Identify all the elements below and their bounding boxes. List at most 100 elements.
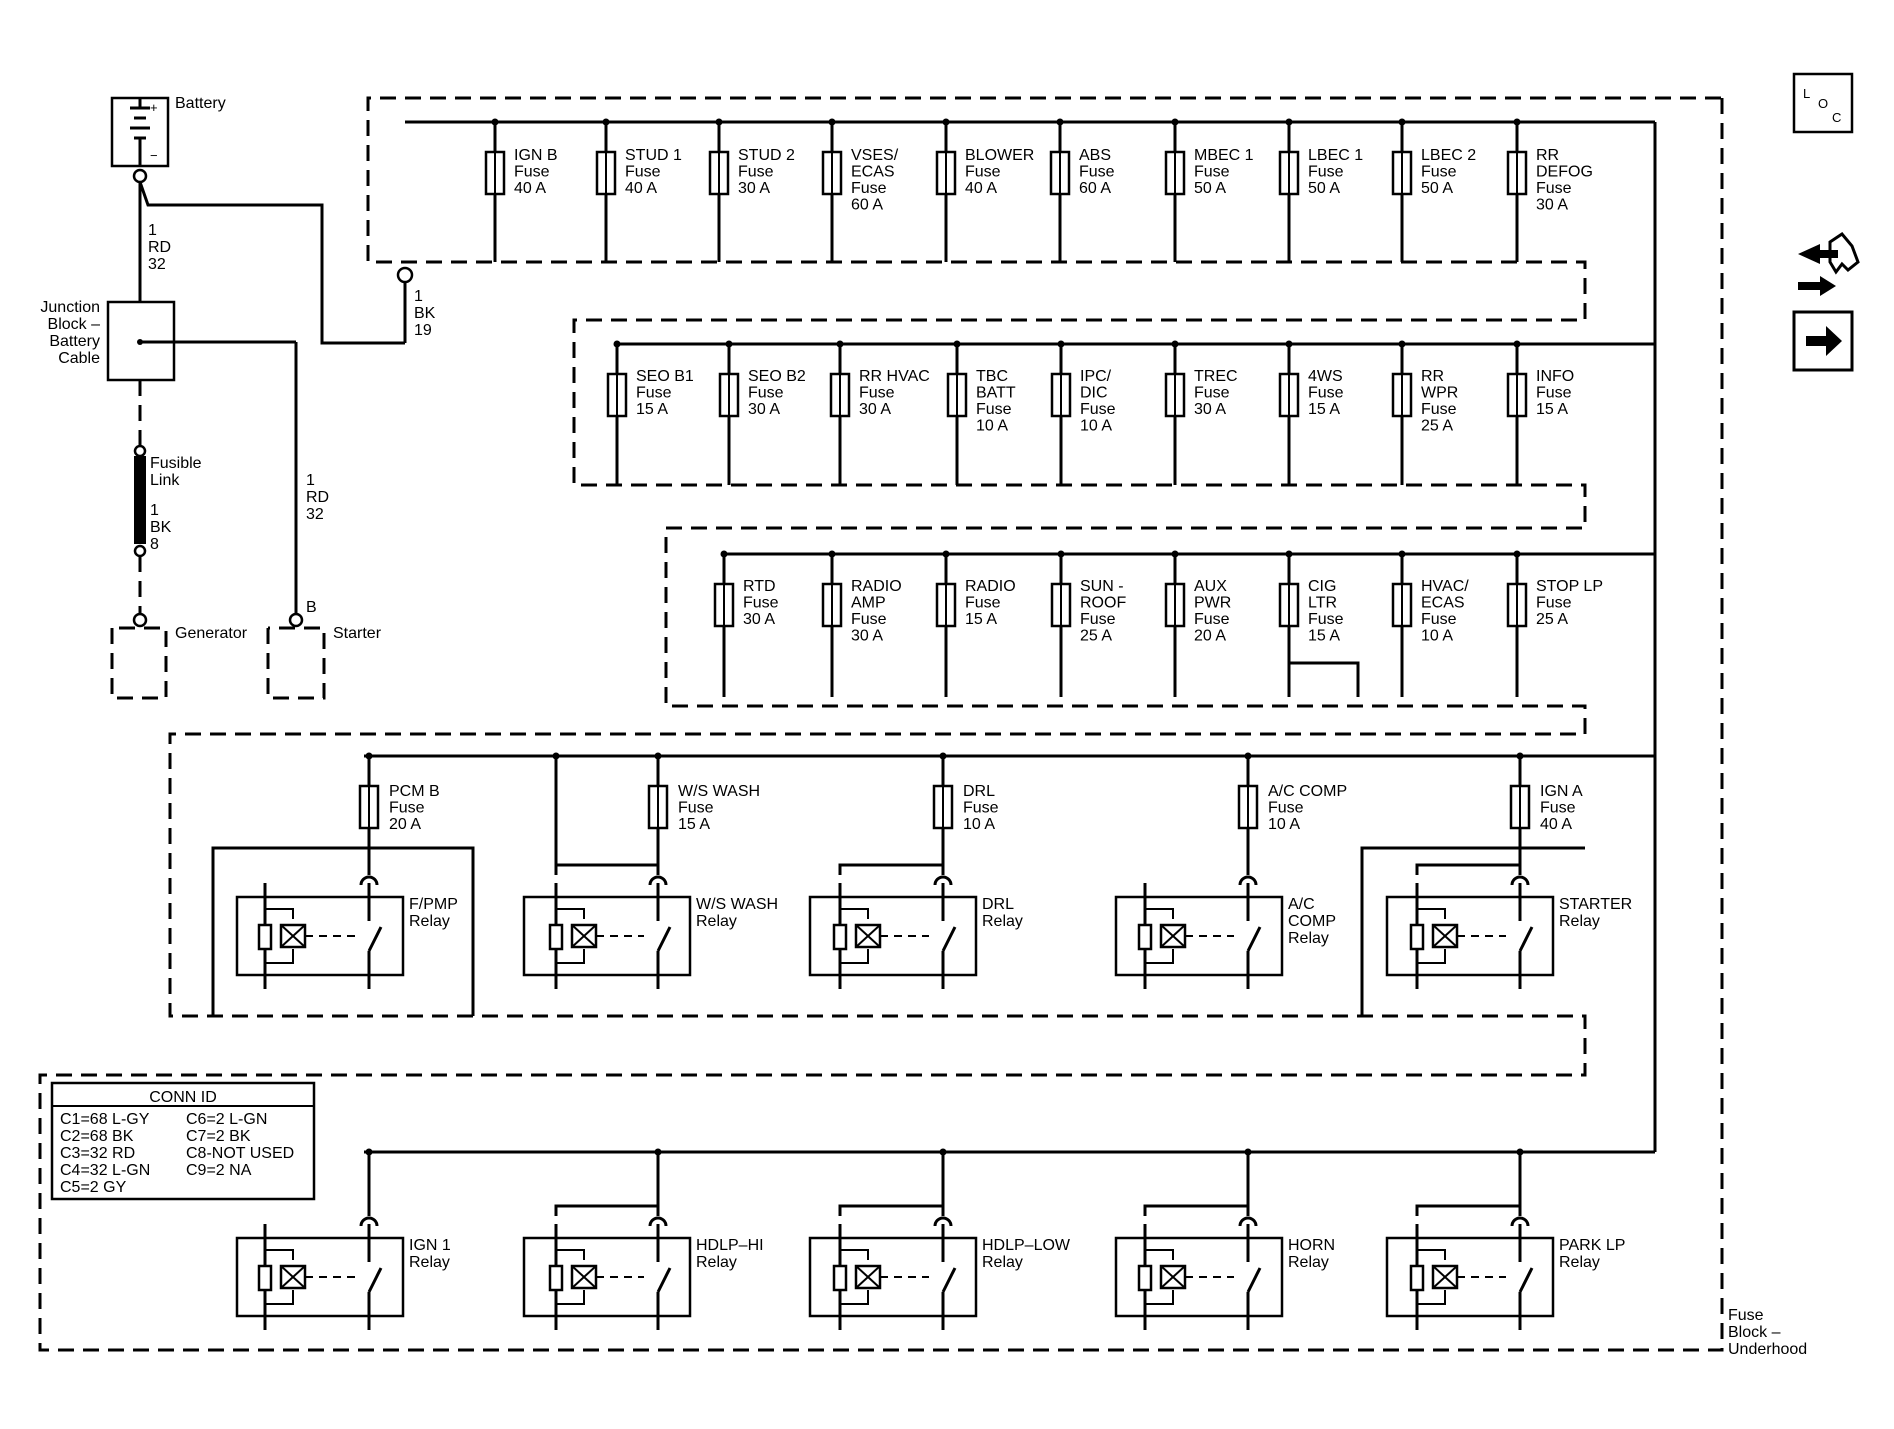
relay-fuse-label: 10 A [1268, 816, 1300, 833]
fuse-label: 60 A [851, 197, 883, 214]
fuse-label: Fuse [1308, 164, 1344, 181]
fuse-label: Fuse [1536, 180, 1572, 197]
battery-label: Battery [175, 95, 226, 112]
svg-text:C: C [1832, 110, 1841, 125]
fuse-label: Fuse [625, 164, 661, 181]
relay-label: STARTER [1559, 896, 1632, 913]
fuse-label: BATT [976, 385, 1016, 402]
tools-icon[interactable] [1798, 232, 1860, 296]
fuse-label: 25 A [1080, 628, 1112, 645]
fuse-label: Fuse [851, 180, 887, 197]
relay-label: DRL [982, 896, 1014, 913]
relay-label: F/PMP [409, 896, 458, 913]
svg-text:C7=2 BK: C7=2 BK [186, 1128, 251, 1145]
fuse-label: Fuse [1308, 611, 1344, 628]
svg-text:C6=2 L-GN: C6=2 L-GN [186, 1111, 267, 1128]
generator-connector [110, 626, 168, 700]
fuse-label: WPR [1421, 385, 1458, 402]
fuse-label: Fuse [1080, 611, 1116, 628]
starter-label: Starter [333, 625, 382, 642]
fuse-label: Fuse [1536, 385, 1572, 402]
svg-text:RD: RD [148, 239, 171, 256]
arrow-right-icon[interactable] [1792, 310, 1854, 372]
fuse-label: 60 A [1079, 180, 1111, 197]
fuse-label: 30 A [738, 180, 770, 197]
relay-fuse-label: Fuse [963, 800, 999, 817]
relay-label: HDLP–HI [696, 1237, 764, 1254]
fuse-label: 25 A [1536, 611, 1568, 628]
fuse-label: 20 A [1194, 628, 1226, 645]
relay-label: Relay [409, 1254, 450, 1271]
relay-fuse-label: 40 A [1540, 816, 1572, 833]
fuse-label: Fuse [636, 385, 672, 402]
generator-label: Generator [175, 625, 248, 642]
svg-text:Fusible: Fusible [150, 455, 202, 472]
relay-fuse-label: IGN A [1540, 783, 1583, 800]
starter-connector [266, 626, 326, 700]
svg-text:Junction: Junction [40, 299, 100, 316]
fuse-label: 10 A [1421, 628, 1453, 645]
svg-text:19: 19 [414, 322, 432, 339]
svg-text:Cable: Cable [58, 350, 100, 367]
fuse-label: ABS [1079, 147, 1111, 164]
svg-text:Fuse: Fuse [1728, 1307, 1764, 1324]
fuse-label: RR [1421, 368, 1444, 385]
svg-text:Link: Link [150, 472, 180, 489]
fuse-label: TBC [976, 368, 1008, 385]
fuse-label: LBEC 2 [1421, 147, 1476, 164]
battery-area: + − Battery 1 RD 32 Junction Block – Bat… [40, 95, 436, 700]
fuse-label: RTD [743, 578, 776, 595]
fuse-label: IPC/ [1080, 368, 1112, 385]
fuse-label: SEO B2 [748, 368, 806, 385]
fuse-label: STUD 1 [625, 147, 682, 164]
relay-label: Relay [982, 1254, 1023, 1271]
fuse-label: Fuse [1194, 164, 1230, 181]
fuse-label: 50 A [1308, 180, 1340, 197]
relay-fuse-label: Fuse [678, 800, 714, 817]
conn-id-table: CONN ID C1=68 L-GY C2=68 BK C3=32 RD C4=… [50, 1081, 316, 1201]
fuse-label: Fuse [1536, 595, 1572, 612]
relay-label: Relay [696, 913, 737, 930]
fuse-label: Fuse [859, 385, 895, 402]
fuse-label: 40 A [965, 180, 997, 197]
fuse-label: ECAS [851, 164, 895, 181]
svg-text:O: O [1818, 96, 1828, 111]
conn-id-title: CONN ID [149, 1089, 217, 1106]
fuse-label: RADIO [851, 578, 902, 595]
fuse-label: Fuse [1308, 385, 1344, 402]
fuse-label: DEFOG [1536, 164, 1593, 181]
relay-fuse-label: Fuse [1268, 800, 1304, 817]
fuse-label: Fuse [965, 595, 1001, 612]
relay-label: Relay [1288, 930, 1329, 947]
fuse-label: Fuse [965, 164, 1001, 181]
fuse-label: PWR [1194, 595, 1231, 612]
fuse-label: 40 A [625, 180, 657, 197]
svg-text:1: 1 [150, 502, 159, 519]
fuse-label: CIG [1308, 578, 1336, 595]
fuse-label: ECAS [1421, 595, 1465, 612]
fuse-label: LBEC 1 [1308, 147, 1363, 164]
svg-text:Block –: Block – [48, 316, 101, 333]
fuse-label: Fuse [1421, 401, 1457, 418]
relay-fuse-label: W/S WASH [678, 783, 760, 800]
svg-text:C8-NOT USED: C8-NOT USED [186, 1145, 294, 1162]
fuse-label: RADIO [965, 578, 1016, 595]
svg-text:C3=32 RD: C3=32 RD [60, 1145, 135, 1162]
relay-fuse-label: A/C COMP [1268, 783, 1347, 800]
svg-text:C9=2 NA: C9=2 NA [186, 1162, 252, 1179]
fuse-label: 50 A [1194, 180, 1226, 197]
relay-fuse-label: DRL [963, 783, 995, 800]
fuse-label: Fuse [1079, 164, 1115, 181]
relay-label: PARK LP [1559, 1237, 1625, 1254]
fuse-label: MBEC 1 [1194, 147, 1254, 164]
fuse-label: 4WS [1308, 368, 1343, 385]
svg-text:1: 1 [414, 288, 423, 305]
fuse-label: VSES/ [851, 147, 899, 164]
relay-label: Relay [1559, 913, 1600, 930]
relay-label: Relay [1288, 1254, 1329, 1271]
loc-icon[interactable]: L O C [1792, 72, 1854, 134]
fuse-label: 30 A [748, 401, 780, 418]
relay-label: W/S WASH [696, 896, 778, 913]
relay-label: HORN [1288, 1237, 1335, 1254]
fuse-label: TREC [1194, 368, 1238, 385]
